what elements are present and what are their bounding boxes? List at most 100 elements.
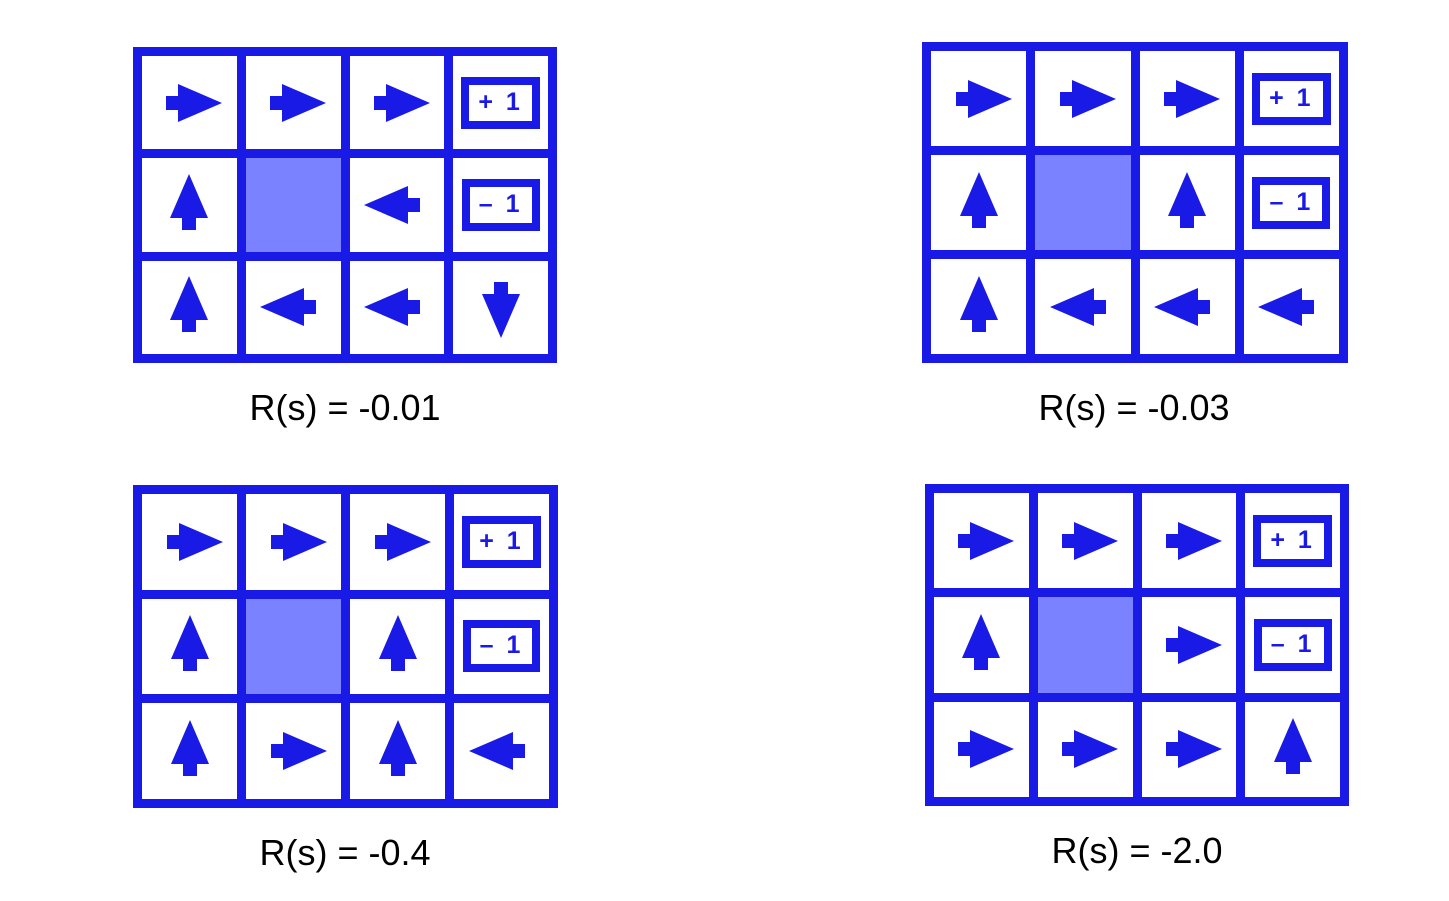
arrow-right-icon (166, 83, 223, 122)
arrow-up-icon (170, 173, 209, 230)
grid-cell (349, 56, 445, 150)
arrow-right-icon (270, 732, 327, 771)
terminal-reward-negative-badge: – 1 (461, 178, 540, 231)
arrow-right-icon (1165, 625, 1222, 664)
arrow-down-icon (481, 282, 520, 339)
grid-cell (934, 701, 1029, 797)
grid-cell: – 1 (454, 598, 549, 695)
grid-cell (1037, 701, 1133, 797)
arrow-right-icon (270, 83, 327, 122)
arrow-right-icon (1062, 730, 1119, 769)
arrow-left-icon (363, 185, 420, 224)
arrow-up-icon (1273, 718, 1312, 775)
grid-cell (1243, 259, 1339, 354)
terminal-reward-negative-badge: – 1 (462, 620, 541, 673)
arrow-up-icon (378, 720, 417, 777)
grid-cell (454, 703, 549, 799)
policy-panel: + 1 – 1 R(s) = -0.4 (133, 485, 558, 873)
terminal-reward-negative-badge: – 1 (1253, 618, 1332, 671)
arrow-left-icon (363, 288, 420, 327)
terminal-reward-positive-badge: + 1 (462, 515, 541, 568)
grid-cell: – 1 (1245, 597, 1340, 693)
panel-caption: R(s) = -2.0 (1051, 830, 1223, 871)
grid-cell (142, 56, 237, 150)
grid-cell (934, 493, 1029, 589)
grid-cell (1139, 259, 1235, 354)
policy-panel: + 1 – 1 R(s) = -0.03 (922, 42, 1348, 428)
grid-cell (453, 260, 548, 354)
arrow-up-icon (170, 615, 209, 672)
grid-cell (1035, 259, 1131, 354)
grid-cell (350, 703, 445, 799)
arrow-right-icon (958, 521, 1015, 560)
grid-cell (142, 158, 237, 252)
arrow-up-icon (170, 276, 209, 333)
terminal-reward-positive-badge: + 1 (461, 76, 540, 129)
grid-cell (1141, 701, 1237, 797)
panel-caption: R(s) = -0.4 (259, 832, 431, 873)
grid-cell (931, 259, 1027, 354)
blocked-wall-cell (246, 598, 341, 695)
grid-cell (1037, 493, 1133, 589)
grid-cell (245, 260, 341, 354)
grid-cell (350, 598, 445, 695)
grid-cell (246, 494, 341, 590)
arrow-up-icon (962, 613, 1001, 670)
arrow-up-icon (959, 275, 998, 332)
grid-cell: + 1 (1245, 493, 1340, 589)
policy-grid: + 1 – 1 (922, 42, 1348, 363)
arrow-left-icon (1154, 287, 1211, 326)
grid-cell (1139, 51, 1235, 146)
grid-cell (142, 703, 237, 799)
grid-cell: + 1 (1243, 51, 1339, 146)
policy-grid: + 1 – 1 (133, 485, 558, 808)
grid-cell (931, 51, 1027, 146)
arrow-left-icon (260, 288, 317, 327)
arrow-right-icon (270, 522, 327, 561)
arrow-left-icon (1258, 287, 1315, 326)
grid-cell (931, 155, 1027, 250)
arrow-up-icon (959, 171, 998, 228)
policy-grid: + 1 – 1 (133, 47, 557, 363)
policy-panel: + 1 – 1 R(s) = -2.0 (925, 484, 1349, 871)
grid-cell: + 1 (453, 56, 548, 150)
blocked-wall-cell (245, 158, 341, 252)
grid-cell (246, 703, 341, 799)
arrow-up-icon (170, 720, 209, 777)
grid-cell (1245, 701, 1340, 797)
grid-cell (245, 56, 341, 150)
policy-panel: + 1 – 1 R(s) = -0.01 (133, 47, 557, 428)
blocked-wall-cell (1035, 155, 1131, 250)
panel-caption: R(s) = -0.01 (249, 387, 441, 428)
grid-cell (142, 260, 237, 354)
arrow-right-icon (1059, 79, 1116, 118)
arrow-right-icon (1165, 730, 1222, 769)
arrow-right-icon (166, 522, 223, 561)
arrow-right-icon (374, 522, 431, 561)
arrow-right-icon (1164, 79, 1221, 118)
arrow-right-icon (955, 79, 1012, 118)
arrow-right-icon (958, 730, 1015, 769)
blocked-wall-cell (1037, 597, 1133, 693)
arrow-left-icon (1049, 287, 1106, 326)
arrow-up-icon (1168, 171, 1207, 228)
grid-cell (350, 494, 445, 590)
arrow-left-icon (468, 732, 525, 771)
terminal-reward-negative-badge: – 1 (1252, 176, 1331, 229)
grid-cell (934, 597, 1029, 693)
grid-cell (349, 158, 445, 252)
grid-cell: – 1 (1243, 155, 1339, 250)
arrow-right-icon (373, 83, 430, 122)
terminal-reward-positive-badge: + 1 (1252, 72, 1331, 125)
grid-cell (1141, 493, 1237, 589)
grid-cell (349, 260, 445, 354)
terminal-reward-positive-badge: + 1 (1253, 514, 1332, 567)
grid-cell (1035, 51, 1131, 146)
grid-cell (142, 494, 237, 590)
arrow-right-icon (1165, 521, 1222, 560)
policy-grid: + 1 – 1 (925, 484, 1349, 806)
grid-cell (1139, 155, 1235, 250)
grid-cell (1141, 597, 1237, 693)
panel-caption: R(s) = -0.03 (1038, 387, 1230, 428)
